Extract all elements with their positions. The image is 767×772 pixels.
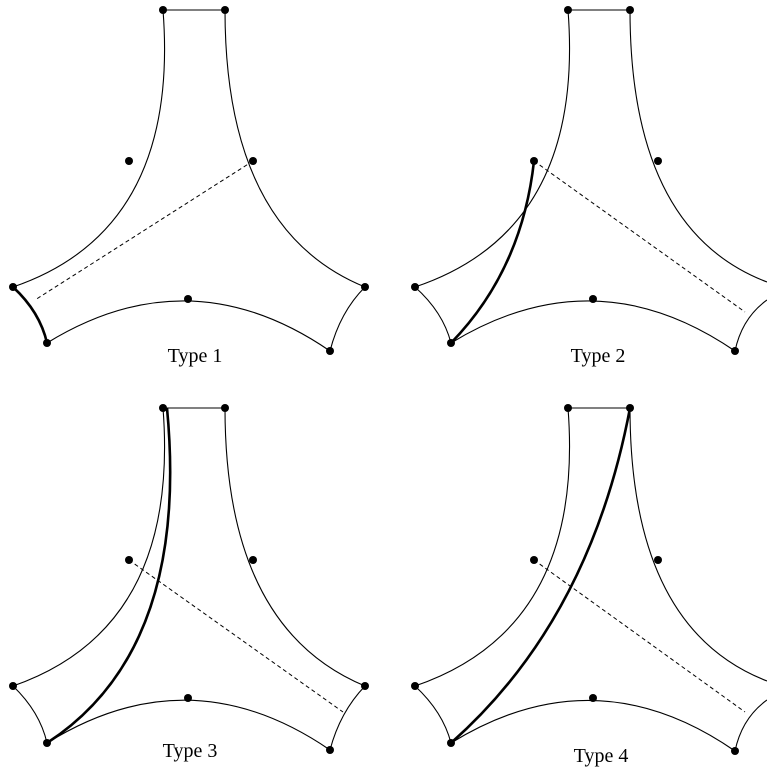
vertex xyxy=(326,347,334,355)
right-cusp-arc xyxy=(734,299,767,352)
bottom-arc xyxy=(450,699,736,752)
left-arc xyxy=(12,407,166,687)
vertex xyxy=(221,6,229,14)
left-arc xyxy=(414,9,571,288)
vertex xyxy=(564,404,572,412)
highlighted-arc xyxy=(450,160,536,344)
dashed-geodesic xyxy=(533,559,746,713)
vertex xyxy=(530,157,538,165)
right-cusp-arc xyxy=(329,685,366,751)
dashed-geodesic xyxy=(128,559,344,713)
highlighted-left-cusp-arc xyxy=(12,286,49,344)
vertex xyxy=(43,739,51,747)
dashed-geodesic xyxy=(34,160,254,301)
vertex xyxy=(361,682,369,690)
vertex xyxy=(125,556,133,564)
vertex xyxy=(654,157,662,165)
vertex xyxy=(159,6,167,14)
panel-caption: Type 2 xyxy=(571,345,626,367)
left-cusp-arc xyxy=(414,685,452,744)
panel-caption: Type 4 xyxy=(574,745,629,767)
vertex xyxy=(626,6,634,14)
vertex xyxy=(564,6,572,14)
vertex xyxy=(589,295,597,303)
right-cusp-arc xyxy=(734,699,767,752)
bottom-arc xyxy=(450,300,736,352)
left-arc xyxy=(12,9,166,288)
bottom-arc xyxy=(46,300,331,352)
vertex xyxy=(447,339,455,347)
left-arc xyxy=(414,407,571,687)
panel-type-2: Type 2 xyxy=(411,6,767,367)
panel-caption: Type 1 xyxy=(168,345,223,367)
vertex xyxy=(731,347,739,355)
left-cusp-arc xyxy=(414,286,452,344)
vertex xyxy=(654,556,662,564)
vertex xyxy=(9,682,17,690)
vertex xyxy=(125,157,133,165)
right-arc xyxy=(224,407,366,687)
left-cusp-arc xyxy=(12,685,48,744)
right-arc xyxy=(629,407,767,682)
vertex xyxy=(411,283,419,291)
panel-caption: Type 3 xyxy=(163,740,218,762)
vertex xyxy=(221,404,229,412)
dashed-geodesic xyxy=(533,160,746,313)
vertex xyxy=(361,283,369,291)
panel-type-1: Type 1 xyxy=(9,6,369,367)
panel-type-3: Type 3 xyxy=(9,404,369,762)
vertex xyxy=(43,339,51,347)
vertex xyxy=(9,283,17,291)
vertex xyxy=(589,694,597,702)
vertex xyxy=(184,694,192,702)
panel-type-4: Type 4 xyxy=(411,404,767,767)
vertex xyxy=(530,556,538,564)
vertex xyxy=(326,746,334,754)
vertex xyxy=(184,295,192,303)
right-arc xyxy=(629,9,767,283)
vertex xyxy=(159,404,167,412)
highlighted-arc xyxy=(46,407,172,745)
highlighted-arc xyxy=(450,407,632,744)
vertex xyxy=(447,739,455,747)
right-cusp-arc xyxy=(329,286,366,352)
vertex xyxy=(249,157,257,165)
vertex xyxy=(626,404,634,412)
right-arc xyxy=(224,9,366,288)
vertex xyxy=(731,747,739,755)
vertex xyxy=(249,556,257,564)
vertex xyxy=(411,682,419,690)
